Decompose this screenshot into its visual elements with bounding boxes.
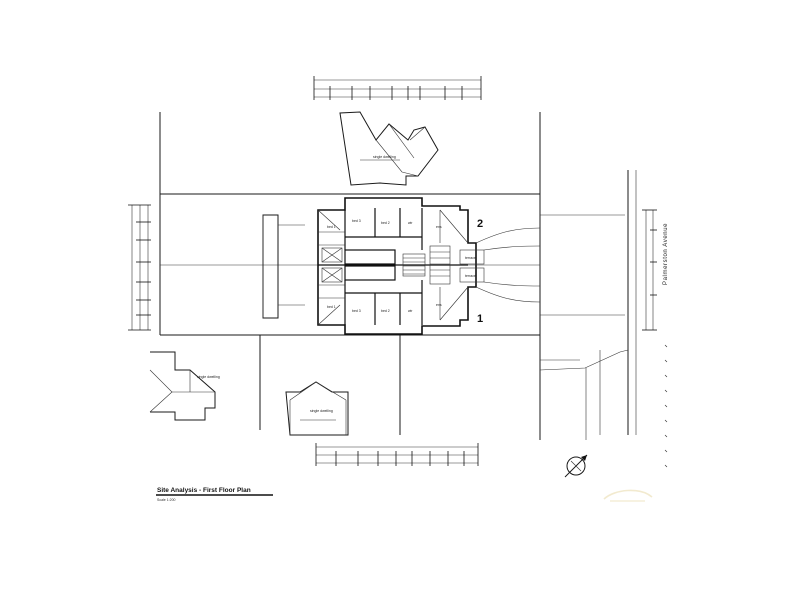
room-label-bed2-top: bed 2 <box>381 221 390 225</box>
neighbour-north-label: single dwelling <box>373 155 396 159</box>
drawing-scale-note: Scale 1:200 <box>157 498 176 502</box>
neighbour-south-label: single dwelling <box>310 409 333 413</box>
top-dimension-string <box>313 76 482 100</box>
room-label-bed2-bot: bed 2 <box>381 309 390 313</box>
street-hatching <box>664 344 668 468</box>
bottom-dimension-string <box>315 443 479 466</box>
room-labels: bed 1 bed 2 bed 3 wir ens bed 1 bed 2 be… <box>327 219 476 313</box>
room-label-bed3-bot: bed 3 <box>352 309 361 313</box>
driveway-unit-2 <box>475 227 541 251</box>
right-dimension-string <box>642 209 657 331</box>
site-boundary-lines <box>159 112 637 440</box>
building-first-floor <box>317 197 485 335</box>
unit-number-1: 1 <box>477 313 483 325</box>
room-label-terrace-bot: terrace <box>465 274 476 278</box>
ground-floor-outline <box>262 214 305 319</box>
room-label-wir-top: wir <box>408 221 413 225</box>
room-label-bed1-top: bed 1 <box>327 225 336 229</box>
room-label-bed1-bot: bed 1 <box>327 305 336 309</box>
north-arrow-icon <box>564 454 588 478</box>
room-label-ens-bot: ens <box>436 303 442 307</box>
street-name-label: Palmerston Avenue <box>663 223 669 285</box>
room-label-ens-top: ens <box>436 225 442 229</box>
left-dimension-string <box>128 204 151 331</box>
room-label-terrace-top: terrace <box>465 256 476 260</box>
room-label-wir-bot: wir <box>408 309 413 313</box>
neighbour-southwest-building <box>149 351 216 421</box>
room-label-bed3-top: bed 3 <box>352 219 361 223</box>
driveway-unit-1 <box>475 281 541 303</box>
neighbour-south-building <box>285 381 349 436</box>
street-edge <box>539 214 629 440</box>
watermark-logo <box>603 489 653 502</box>
neighbour-southwest-label: single dwelling <box>197 375 220 379</box>
drawing-title: Site Analysis - First Floor Plan <box>157 487 251 494</box>
neighbour-north-building <box>339 111 439 186</box>
unit-number-2: 2 <box>477 218 483 230</box>
